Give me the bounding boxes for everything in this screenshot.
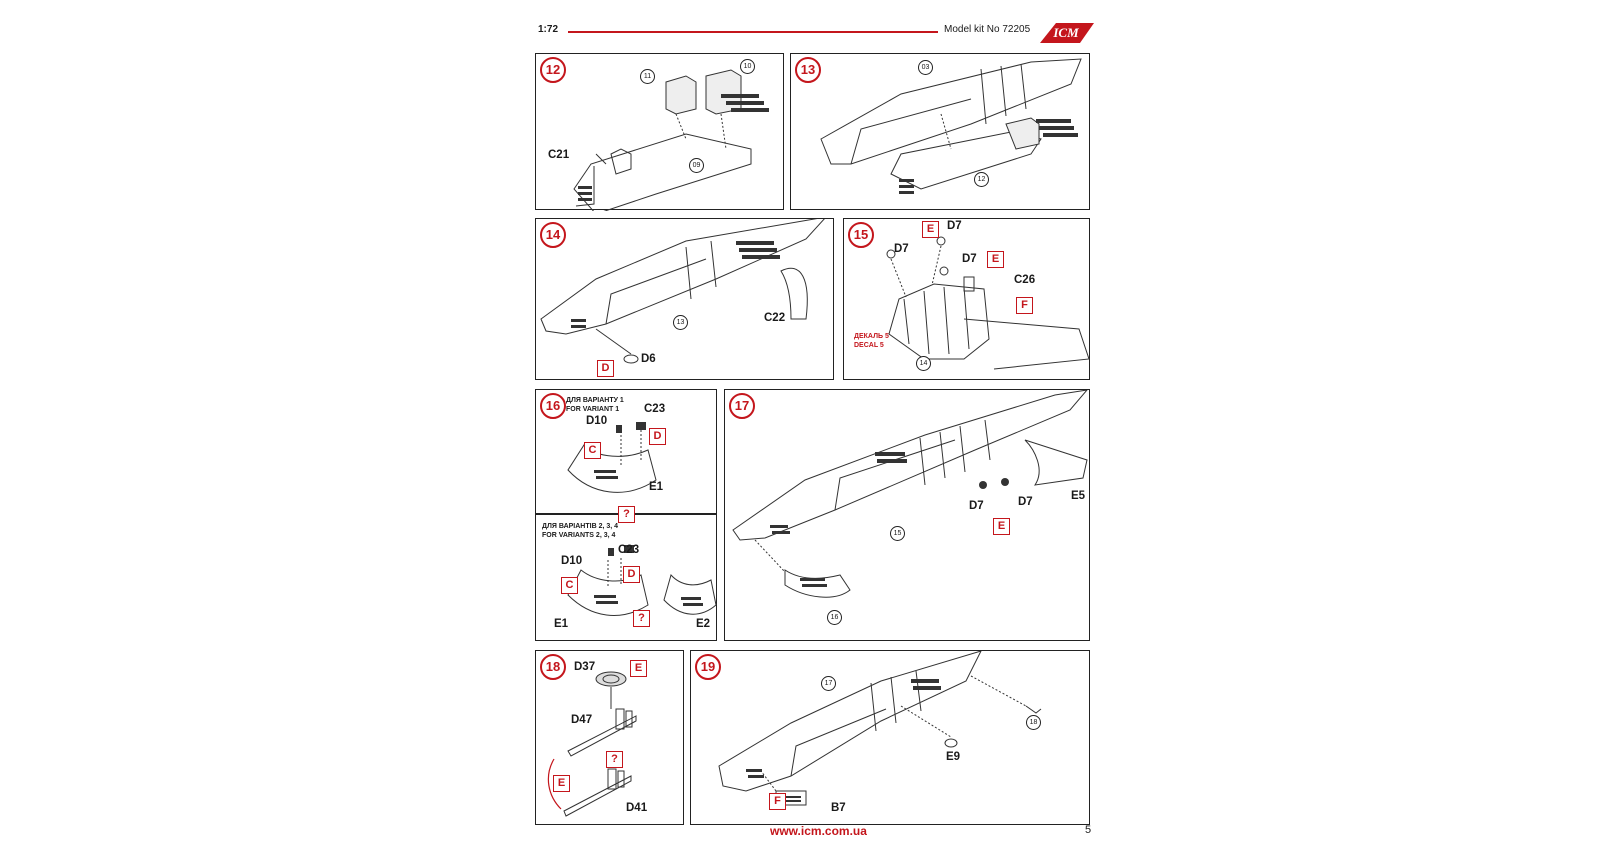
step-12-number: 12	[540, 57, 566, 83]
part-d7-mid: D7	[962, 253, 977, 265]
ref-11: 11	[640, 69, 655, 84]
ref-03: 03	[918, 60, 933, 75]
part-d47: D47	[571, 714, 593, 726]
v2-part-d10: D10	[561, 555, 583, 567]
color-code-d: D	[597, 360, 614, 377]
step-16-drawing	[567, 422, 717, 616]
ref-14: 14	[916, 356, 931, 371]
part-d7-right: D7	[1018, 496, 1033, 508]
decal-ua: ДЕКАЛЬ 5	[854, 333, 889, 340]
step-14-drawing	[540, 219, 825, 364]
step-17-panel: 17 D7 D7 E E5 15 16	[724, 389, 1090, 641]
step-15-panel: 15 E D7 D7 D7 E C26 F ДЕКАЛЬ 5 DECAL 5 1…	[843, 218, 1090, 380]
step-18-number: 18	[540, 654, 566, 680]
step-19-panel: 19 17 18 E9 F B7	[690, 650, 1090, 825]
v1-part-c23: C23	[644, 403, 666, 415]
v1-color-c: C	[584, 442, 601, 459]
v2-part-c23: C23	[618, 544, 640, 556]
step-15-number: 15	[848, 222, 874, 248]
v1-color-d: D	[649, 428, 666, 445]
color-code-e: E	[993, 518, 1010, 535]
step-19-drawing	[718, 651, 1042, 806]
part-d41: D41	[626, 802, 648, 814]
step-14-number: 14	[540, 222, 566, 248]
step-13-panel: 13 03 12	[790, 53, 1090, 210]
step-15-drawing	[886, 236, 1090, 370]
variant-2-en: FOR VARIANTS 2, 3, 4	[542, 532, 616, 539]
part-c26: C26	[1014, 274, 1036, 286]
svg-text:ICM: ICM	[1052, 25, 1079, 40]
ref-16: 16	[827, 610, 842, 625]
ref-15: 15	[890, 526, 905, 541]
step-16-number: 16	[540, 393, 566, 419]
part-e5: E5	[1071, 490, 1086, 502]
v2-color-c: C	[561, 577, 578, 594]
part-b7: B7	[831, 802, 846, 814]
step-17-number: 17	[729, 393, 755, 419]
v1-part-e1: E1	[649, 481, 664, 493]
header-rule	[568, 31, 938, 33]
part-d7-top: D7	[947, 220, 962, 232]
kit-number: Model kit No 72205	[944, 24, 1031, 35]
step-14-panel: 14 13 C22 D D6	[535, 218, 834, 380]
step-13-drawing	[820, 58, 1082, 194]
v2-color-d: D	[623, 566, 640, 583]
step-18-drawing	[547, 671, 637, 817]
unknown-color-divider: ?	[618, 506, 635, 523]
page-number: 5	[1085, 824, 1092, 836]
step-16-panel: 16 ДЛЯ ВАРІАНТУ 1 FOR VARIANT 1 D10 C23 …	[535, 389, 717, 641]
scale-label: 1:72	[538, 24, 559, 35]
step-12-panel: 12 C21 11 10 09	[535, 53, 784, 211]
part-d37: D37	[574, 661, 596, 673]
decal-note: ДЕКАЛЬ 5 DECAL 5	[854, 332, 889, 350]
color-code-e-left: E	[553, 775, 570, 792]
step-17-drawing	[732, 390, 1088, 598]
ref-10: 10	[740, 59, 755, 74]
part-d7-left: D7	[894, 243, 909, 255]
step-12-drawing	[573, 69, 769, 211]
part-e9: E9	[946, 751, 961, 763]
step-19-number: 19	[695, 654, 721, 680]
part-c21: C21	[548, 149, 570, 161]
v2-part-e1: E1	[554, 618, 569, 630]
color-code-e-top: E	[922, 221, 939, 238]
ref-09: 09	[689, 158, 704, 173]
ref-17: 17	[821, 676, 836, 691]
variant-1-ua: ДЛЯ ВАРІАНТУ 1	[566, 397, 624, 404]
color-code-e-top: E	[630, 660, 647, 677]
color-code-f: F	[769, 793, 786, 810]
ref-12: 12	[974, 172, 989, 187]
variant-1-note: ДЛЯ ВАРІАНТУ 1 FOR VARIANT 1	[566, 396, 624, 414]
color-code-f: F	[1016, 297, 1033, 314]
ref-13: 13	[673, 315, 688, 330]
color-code-e-mid: E	[987, 251, 1004, 268]
unknown-color: ?	[606, 751, 623, 768]
variant-2-ua: ДЛЯ ВАРІАНТІВ 2, 3, 4	[542, 523, 619, 530]
variant-2-note: ДЛЯ ВАРІАНТІВ 2, 3, 4 FOR VARIANTS 2, 3,…	[542, 522, 618, 540]
step-18-panel: 18 D37 E D47 ? E D41	[535, 650, 684, 825]
part-c22: C22	[764, 312, 786, 324]
decal-en: DECAL 5	[854, 342, 884, 349]
icm-logo: ICM	[1040, 23, 1094, 43]
footer-url[interactable]: www.icm.com.ua	[770, 824, 867, 838]
v1-part-d10: D10	[586, 415, 608, 427]
v2-unknown-color: ?	[633, 610, 650, 627]
ref-18: 18	[1026, 715, 1041, 730]
variant-1-en: FOR VARIANT 1	[566, 406, 620, 413]
part-d7-left: D7	[969, 500, 984, 512]
v2-part-e2: E2	[696, 618, 711, 630]
step-13-number: 13	[795, 57, 821, 83]
part-d6: D6	[641, 353, 656, 365]
